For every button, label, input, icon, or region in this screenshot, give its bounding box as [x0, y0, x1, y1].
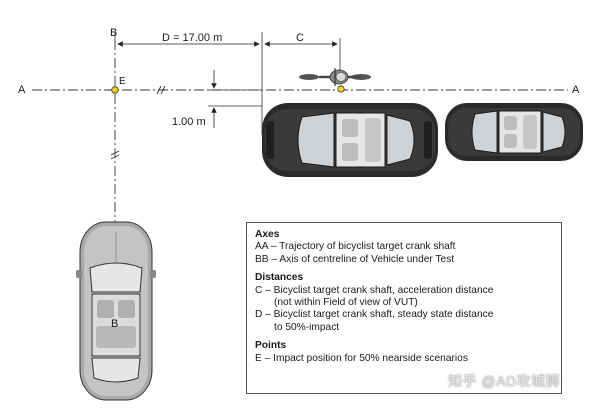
legend-distances-header: Distances: [255, 272, 304, 284]
point-e-label: E: [119, 76, 126, 87]
legend-dist-d-cont: to 50%-impact: [274, 321, 340, 333]
vehicle-under-test-icon: [76, 221, 156, 401]
axis-b-car-label: B: [111, 318, 119, 330]
dim-offset-label: 1.00 m: [172, 116, 206, 128]
dim-d-label: D = 17.00 m: [162, 32, 223, 44]
legend-points-e: E – Impact position for 50% nearside sce…: [255, 352, 468, 364]
parked-car-icon: [262, 103, 438, 177]
legend-box: Axes AA – Trajectory of bicyclist target…: [246, 222, 562, 394]
legend-axes-bb: BB – Axis of centreline of Vehicle under…: [255, 253, 455, 265]
axis-bb-break: [110, 150, 120, 160]
legend-axes-aa: AA – Trajectory of bicyclist target cran…: [255, 241, 456, 253]
bicyclist-icon: [299, 68, 371, 93]
legend-axes-section: Axes AA – Trajectory of bicyclist target…: [255, 229, 553, 266]
legend-distances-section: Distances C – Bicyclist target crank sha…: [255, 272, 553, 334]
dim-c-label: C: [296, 32, 304, 44]
point-e-marker: [111, 86, 119, 94]
legend-points-section: Points E – Impact position for 50% nears…: [255, 340, 553, 365]
axis-a-left-label: A: [18, 84, 26, 96]
legend-dist-c-cont: (not within Field of view of VUT): [274, 297, 418, 309]
watermark-text: 知乎 @AD攻城狮: [448, 373, 561, 389]
axis-aa-break: [156, 85, 166, 95]
axis-a-right-label: A: [572, 84, 580, 96]
legend-dist-d: D – Bicyclist target crank shaft, steady…: [255, 309, 494, 321]
legend-axes-header: Axes: [255, 229, 280, 240]
parked-car-icon: [445, 103, 583, 161]
axis-b-top-label: B: [110, 27, 118, 39]
legend-dist-c: C – Bicyclist target crank shaft, accele…: [255, 284, 494, 296]
legend-points-header: Points: [255, 340, 287, 352]
